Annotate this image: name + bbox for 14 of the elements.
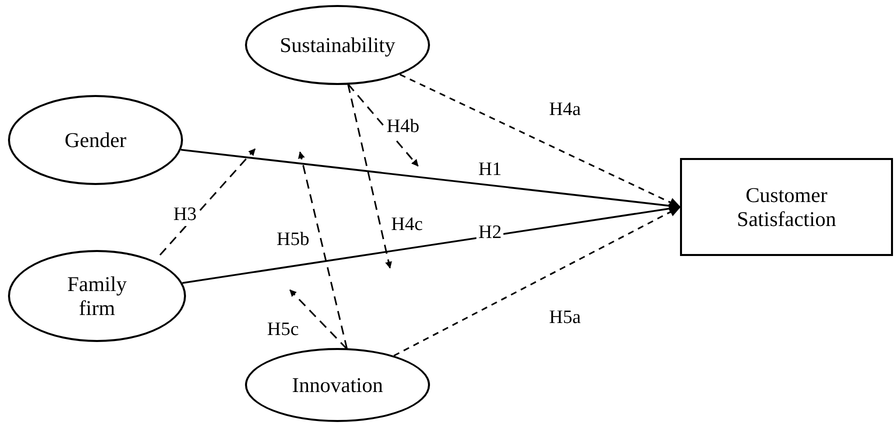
arrow (298, 151, 348, 350)
arrow (400, 74, 682, 208)
arrow (394, 206, 682, 356)
edge-label: H3 (171, 204, 199, 226)
construct-box: Customer Satisfaction (680, 158, 893, 256)
arrow (159, 148, 256, 256)
construct-ellipse: Family firm (8, 250, 186, 342)
construct-ellipse: Sustainability (245, 5, 430, 85)
edge-label: H4b (384, 116, 422, 138)
arrow (347, 83, 419, 167)
arrow (289, 289, 348, 350)
construct-ellipse: Innovation (245, 348, 430, 422)
arrow (347, 84, 392, 269)
construct-ellipse: Gender (8, 95, 183, 185)
